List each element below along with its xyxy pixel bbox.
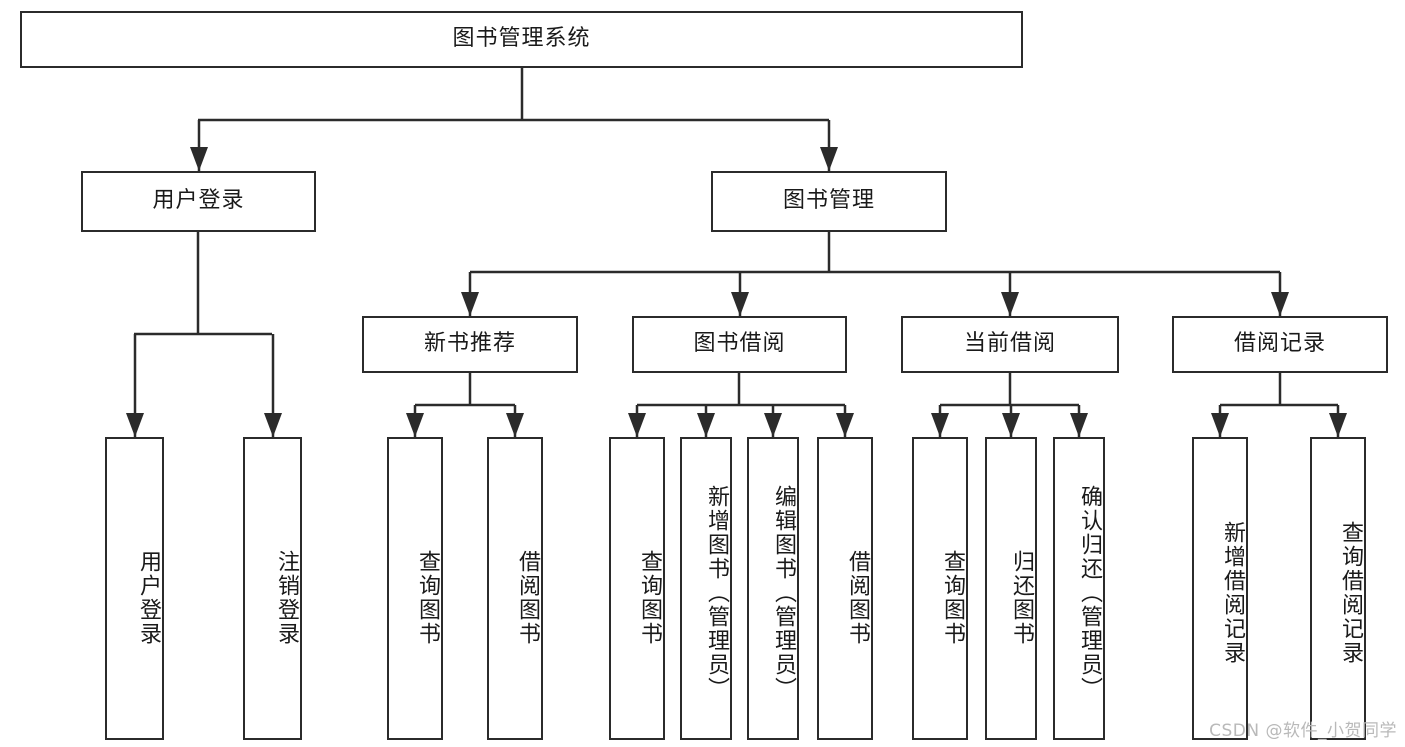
arrowhead-icon bbox=[1271, 292, 1289, 316]
node-label: 借阅图书 bbox=[845, 549, 870, 646]
node-label: 新增借阅记录 bbox=[1220, 520, 1245, 665]
arrowhead-icon bbox=[406, 413, 424, 437]
node-label: 查询图书 bbox=[637, 549, 662, 646]
arrowhead-icon bbox=[628, 413, 646, 437]
node-label: 新书推荐 bbox=[423, 331, 516, 357]
node-leaf-return-book[interactable]: 归还图书 bbox=[985, 437, 1037, 740]
arrowhead-icon bbox=[820, 147, 838, 171]
node-label: 确认归还（管理员） bbox=[1077, 484, 1102, 701]
node-leaf-query-book-2[interactable]: 查询图书 bbox=[609, 437, 665, 740]
arrowhead-icon bbox=[1002, 413, 1020, 437]
node-label: 借阅记录 bbox=[1233, 331, 1326, 357]
node-leaf-user-login[interactable]: 用户登录 bbox=[105, 437, 164, 740]
node-label: 查询借阅记录 bbox=[1338, 520, 1363, 665]
node-label: 用户登录 bbox=[136, 549, 161, 646]
node-leaf-borrow-book-2[interactable]: 借阅图书 bbox=[817, 437, 873, 740]
node-leaf-query-book-1[interactable]: 查询图书 bbox=[387, 437, 443, 740]
node-leaf-query-record[interactable]: 查询借阅记录 bbox=[1310, 437, 1366, 740]
node-leaf-confirm-return[interactable]: 确认归还（管理员） bbox=[1053, 437, 1105, 740]
arrowhead-icon bbox=[1001, 292, 1019, 316]
node-label: 当前借阅 bbox=[963, 331, 1056, 357]
node-book-borrow[interactable]: 图书借阅 bbox=[632, 316, 847, 373]
node-label: 归还图书 bbox=[1009, 549, 1034, 646]
node-label: 新增图书（管理员） bbox=[704, 484, 729, 701]
arrowhead-icon bbox=[1211, 413, 1229, 437]
arrowhead-icon bbox=[1070, 413, 1088, 437]
arrowhead-icon bbox=[1329, 413, 1347, 437]
node-user-login[interactable]: 用户登录 bbox=[81, 171, 316, 232]
arrowhead-icon bbox=[506, 413, 524, 437]
node-leaf-add-record[interactable]: 新增借阅记录 bbox=[1192, 437, 1248, 740]
node-label: 查询图书 bbox=[940, 549, 965, 646]
node-label: 借阅图书 bbox=[515, 549, 540, 646]
node-label: 图书管理系统 bbox=[452, 26, 591, 52]
node-label: 图书管理 bbox=[782, 188, 875, 214]
node-leaf-user-logout[interactable]: 注销登录 bbox=[243, 437, 302, 740]
node-label: 查询图书 bbox=[415, 549, 440, 646]
node-leaf-edit-book[interactable]: 编辑图书（管理员） bbox=[747, 437, 799, 740]
arrowhead-icon bbox=[190, 147, 208, 171]
arrowhead-icon bbox=[264, 413, 282, 437]
node-label: 注销登录 bbox=[274, 549, 299, 646]
arrowhead-icon bbox=[836, 413, 854, 437]
node-new-book-rec[interactable]: 新书推荐 bbox=[362, 316, 578, 373]
node-borrow-record[interactable]: 借阅记录 bbox=[1172, 316, 1388, 373]
node-leaf-query-book-3[interactable]: 查询图书 bbox=[912, 437, 968, 740]
node-label: 用户登录 bbox=[152, 188, 245, 214]
arrowhead-icon bbox=[731, 292, 749, 316]
arrowhead-icon bbox=[764, 413, 782, 437]
node-leaf-borrow-book-1[interactable]: 借阅图书 bbox=[487, 437, 543, 740]
arrowhead-icon bbox=[931, 413, 949, 437]
node-book-manage[interactable]: 图书管理 bbox=[711, 171, 947, 232]
arrowhead-icon bbox=[461, 292, 479, 316]
arrowhead-icon bbox=[697, 413, 715, 437]
node-leaf-add-book[interactable]: 新增图书（管理员） bbox=[680, 437, 732, 740]
node-label: 图书借阅 bbox=[693, 331, 786, 357]
node-current-borrow[interactable]: 当前借阅 bbox=[901, 316, 1119, 373]
node-root[interactable]: 图书管理系统 bbox=[20, 11, 1023, 68]
arrowhead-icon bbox=[126, 413, 144, 437]
node-label: 编辑图书（管理员） bbox=[771, 484, 796, 701]
